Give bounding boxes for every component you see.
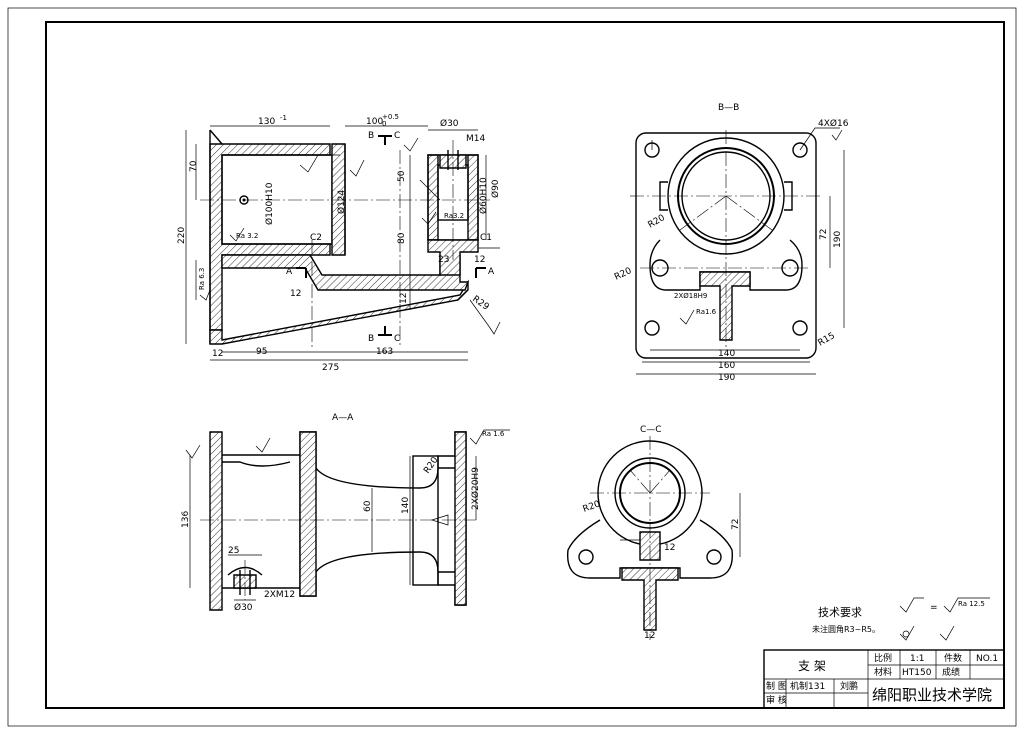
- dim-163: 163: [376, 347, 393, 357]
- roughness-eq: =: [930, 603, 938, 613]
- cc-r20: R20: [582, 499, 602, 515]
- aa-140: 140: [401, 497, 411, 514]
- ra-3-2-left: Ra 3.2: [236, 232, 258, 240]
- aa-ra1-6: Ra 1.6: [482, 430, 505, 438]
- cut-a-left: A: [286, 267, 293, 277]
- aa-2xm12: 2XM12: [264, 590, 295, 600]
- tech-req-text: 未注圆角R3~R5。: [812, 624, 880, 634]
- bb-r15: R15: [817, 331, 837, 349]
- aa-60: 60: [363, 500, 373, 512]
- view-c-c: C—C R20 72 12 12: [566, 425, 741, 641]
- dim-275: 275: [322, 363, 339, 373]
- bb-190-horizontal: 190: [718, 373, 735, 383]
- dim-50: 50: [397, 170, 407, 182]
- bb-4x16: 4XØ16: [818, 118, 849, 129]
- dim-95: 95: [256, 347, 267, 357]
- title-block: 支 架 比例 1:1 件数 NO.1 材料 HT150 成绩 制 图 机制131…: [763, 649, 1005, 709]
- tb-grade-label: 成绩: [942, 666, 960, 678]
- main-view: 130 -1 100 +0.5 0 Ø30 M14 70 220 Ø100H10…: [177, 113, 501, 373]
- chamfer-c2: C2: [310, 233, 322, 243]
- tb-part-name: 支 架: [798, 659, 826, 673]
- dim-d100h10: Ø100H10: [264, 182, 275, 225]
- dim-d124: Ø124: [336, 189, 347, 214]
- svg-text:+0.5: +0.5: [382, 113, 399, 121]
- view-cc-title: C—C: [640, 425, 662, 435]
- tb-qty-label: 件数: [944, 652, 962, 664]
- chamfer-c1: C1: [480, 233, 492, 243]
- tb-check-label: 审 核: [766, 694, 787, 706]
- view-b-b: B—B 4XØ16 R20 R20 2XØ18H9 Ra1.6 72 1: [613, 103, 849, 383]
- ra-3-2-right: Ra3.2: [444, 212, 464, 220]
- bb-r20-upper: R20: [647, 213, 668, 231]
- inner-frame: [45, 21, 1005, 709]
- tb-school: 绵阳职业技术学院: [872, 686, 992, 704]
- roughness-ra12-5: Ra 12.5: [958, 600, 985, 608]
- tech-req-title: 技术要求: [818, 606, 862, 619]
- dim-220: 220: [177, 227, 187, 244]
- bb-160: 160: [718, 361, 735, 371]
- cut-b-top: B: [368, 131, 374, 141]
- dim-12-rib: 12: [474, 255, 485, 265]
- outer-frame: [7, 7, 1017, 727]
- bb-2x18h9: 2XØ18H9: [674, 292, 707, 300]
- cc-12-web: 12: [664, 543, 675, 553]
- tb-scale-label: 比例: [874, 652, 892, 664]
- tb-scale-value: 1:1: [910, 654, 924, 664]
- dim-m14: M14: [466, 134, 485, 144]
- technical-requirements: 技术要求 未注圆角R3~R5。 = Ra 12.5: [812, 597, 990, 641]
- dim-d60h10: Ø60H10: [478, 177, 489, 214]
- cut-b-bottom: B: [368, 334, 374, 344]
- tb-drawing-no: NO.1: [976, 654, 998, 664]
- dim-23: 23: [438, 255, 449, 265]
- dim-70: 70: [189, 160, 199, 172]
- svg-text:-1: -1: [280, 114, 287, 122]
- dim-12-bottom: 12: [212, 349, 223, 359]
- aa-d30: Ø30: [234, 602, 253, 613]
- dim-80: 80: [397, 232, 407, 244]
- bb-72: 72: [819, 229, 829, 240]
- bb-140: 140: [718, 349, 735, 359]
- ra-6-3: Ra 6.3: [198, 268, 206, 290]
- cut-a-right: A: [488, 267, 495, 277]
- bb-r20-lower: R20: [613, 266, 634, 283]
- view-aa-title: A—A: [332, 413, 354, 423]
- tb-date-label: 刘鹏: [840, 680, 858, 692]
- aa-25: 25: [228, 546, 239, 556]
- tb-material-value: HT150: [902, 668, 932, 678]
- cut-c-bottom: C: [394, 334, 400, 344]
- dim-130: 130: [258, 117, 275, 127]
- cc-72: 72: [731, 519, 741, 530]
- tb-drawn-by-value: 机制131: [790, 680, 825, 692]
- dim-12-vert: 12: [399, 293, 409, 304]
- aa-136: 136: [181, 511, 191, 528]
- dim-12-web: 12: [290, 289, 301, 299]
- dim-r29: R29: [470, 294, 490, 313]
- cut-c-top: C: [394, 131, 400, 141]
- dim-d90: Ø90: [490, 179, 501, 198]
- aa-2x20h9: 2XØ20H9: [470, 467, 481, 510]
- tb-drawn-by-label: 制 图: [766, 680, 787, 692]
- dim-d30: Ø30: [440, 118, 459, 129]
- bb-ra1-6: Ra1.6: [696, 308, 717, 316]
- cc-12-stem: 12: [644, 631, 655, 641]
- view-a-a: A—A 136 60 140 25 Ø30 2XM12 R20 2XØ20: [181, 413, 510, 613]
- view-bb-title: B—B: [718, 103, 739, 113]
- bb-190-vertical: 190: [833, 231, 843, 248]
- tb-material-label: 材料: [874, 666, 892, 678]
- svg-text:0: 0: [382, 120, 386, 128]
- dim-100: 100: [366, 117, 383, 127]
